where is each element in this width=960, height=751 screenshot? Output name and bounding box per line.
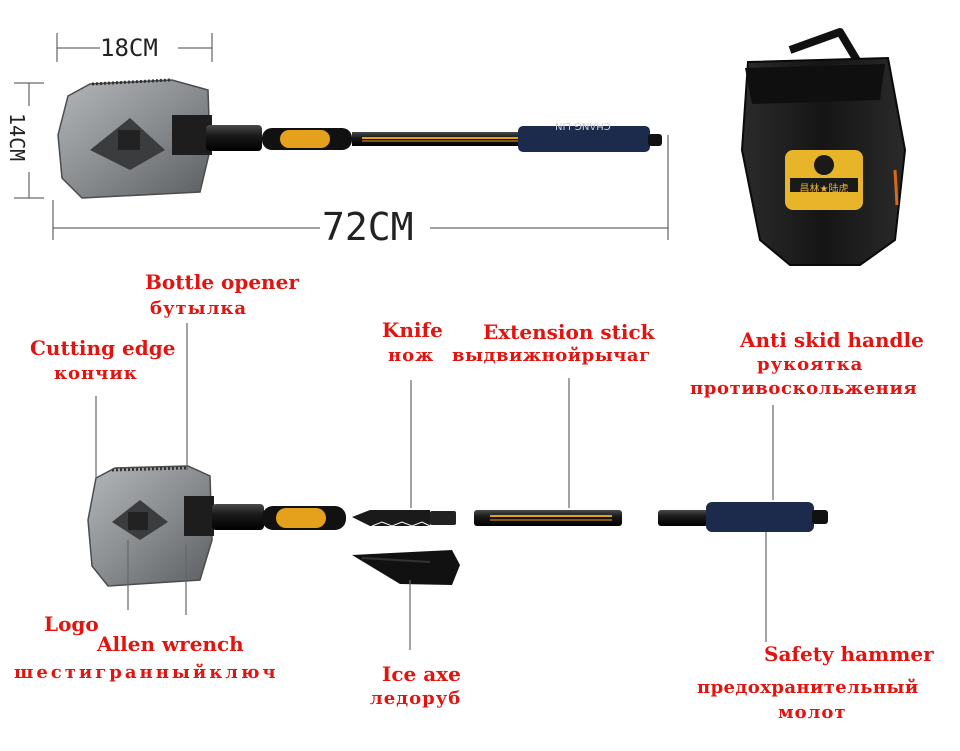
anti-skid-handle-label: Anti skid handle bbox=[740, 328, 924, 352]
width-dimension-label: 18CM bbox=[100, 34, 158, 62]
safety-hammer-label-ru-line2: молот bbox=[778, 702, 847, 723]
anti-skid-handle-part bbox=[658, 502, 828, 532]
dimension-lines bbox=[14, 33, 669, 240]
extension-stick-part bbox=[474, 510, 622, 526]
knife-label: Knife bbox=[382, 318, 443, 342]
allen-wrench-label: Allen wrench bbox=[97, 632, 244, 656]
allen-wrench-label-ru: шестигранныйключ bbox=[14, 662, 279, 683]
bottom-shovel bbox=[87, 465, 346, 587]
safety-hammer-label: Safety hammer bbox=[764, 642, 934, 666]
bottle-opener-label: Bottle opener bbox=[145, 270, 299, 294]
handle-brand-text: CHANG LIN bbox=[555, 120, 611, 131]
carrying-bag bbox=[740, 28, 907, 266]
bag-badge-text: 昌林★陆虎 bbox=[799, 184, 849, 195]
ice-axe-part bbox=[352, 550, 460, 585]
logo-label: Logo bbox=[44, 612, 99, 636]
length-dimension-label: 72CM bbox=[322, 205, 414, 249]
safety-hammer-label-ru-line1: предохранительный bbox=[697, 677, 919, 698]
top-shovel bbox=[57, 78, 662, 199]
extension-stick-label: Extension stick bbox=[483, 320, 655, 344]
knife-label-ru: нож bbox=[388, 345, 435, 366]
knife-part bbox=[352, 510, 456, 527]
anti-skid-handle-label-ru-line2: противоскольжения bbox=[690, 378, 918, 399]
cutting-edge-label-ru: кончик bbox=[54, 363, 138, 384]
ice-axe-label-ru: ледоруб bbox=[370, 688, 462, 709]
ice-axe-label: Ice axe bbox=[382, 662, 461, 686]
leader-lines bbox=[95, 323, 774, 650]
extension-stick-label-ru: выдвижнойрычаг bbox=[452, 345, 651, 366]
height-dimension-label: 14CM bbox=[5, 113, 29, 162]
anti-skid-handle-label-ru-line1: рукоятка bbox=[757, 354, 864, 375]
bottle-opener-label-ru: бутылка bbox=[150, 298, 248, 319]
cutting-edge-label: Cutting edge bbox=[30, 336, 176, 360]
